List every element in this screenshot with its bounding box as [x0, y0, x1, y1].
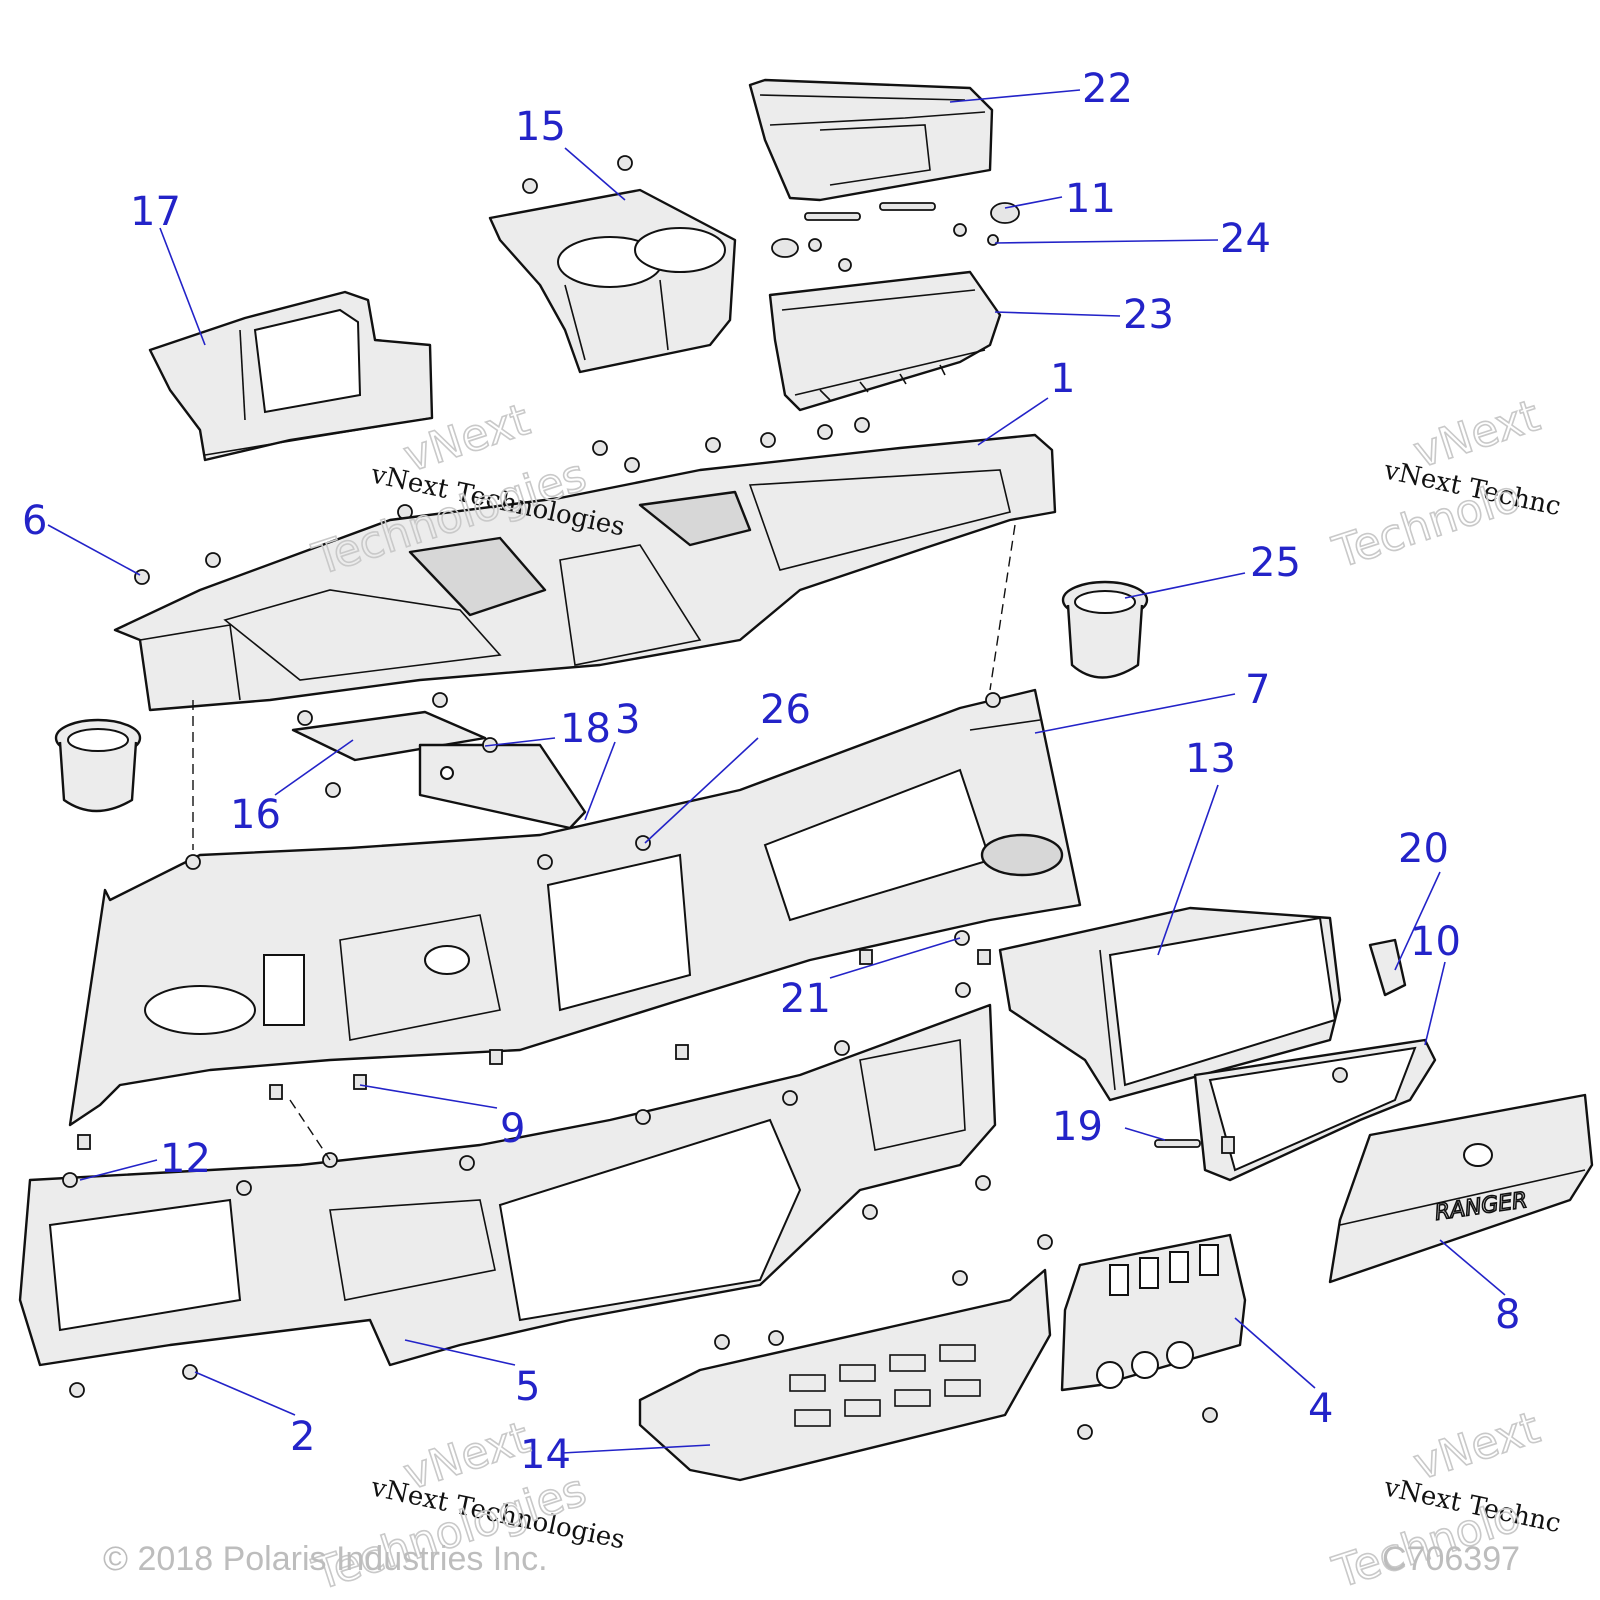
callout-19: 19 [1052, 1104, 1103, 1150]
part-3-bracket [418, 737, 587, 830]
callout-8: 8 [1495, 1292, 1520, 1338]
copyright-text: © 2018 Polaris Industries Inc. [103, 1540, 548, 1578]
callout-16: 16 [230, 792, 281, 838]
callout-13: 13 [1185, 736, 1236, 782]
callout-3: 3 [615, 697, 640, 743]
callout-4: 4 [1308, 1386, 1333, 1432]
part-23-glovebox-bin [768, 270, 1002, 412]
callout-25: 25 [1250, 540, 1301, 586]
callout-11: 11 [1065, 176, 1116, 222]
watermark-outline-partial-line1: vNext [1408, 390, 1546, 478]
part-4-switch-panel [1060, 1233, 1247, 1392]
callout-21: 21 [780, 976, 831, 1022]
callout-1: 1 [1050, 356, 1075, 402]
part-1-upper-dash [113, 433, 1057, 712]
diagram-code: C706397 [1382, 1540, 1520, 1578]
part-10-bezel [1193, 1038, 1437, 1182]
cup-insert-left [54, 718, 142, 813]
part-14-lower-tray [638, 1268, 1052, 1482]
part-15-cupholder-tray [488, 188, 737, 374]
callout-17: 17 [130, 189, 181, 235]
part-20-latch [1368, 938, 1407, 997]
watermark-top-right: vNext Technc vNext Technolo [1326, 389, 1564, 579]
callout-12: 12 [160, 1136, 211, 1182]
watermark-outline-bottom-partial-line1: vNext [1408, 1402, 1546, 1490]
callout-10: 10 [1410, 919, 1461, 965]
callout-2: 2 [290, 1414, 315, 1460]
part-22-storage-lid [748, 78, 994, 202]
part-8-glovebox-door: RANGER [1328, 1093, 1594, 1284]
callout-18: 18 [560, 706, 611, 752]
fastener-screws-top [134, 155, 1020, 585]
callout-26: 26 [760, 687, 811, 733]
callout-6: 6 [22, 498, 47, 544]
callout-7: 7 [1245, 667, 1270, 713]
part-17-gauge-shroud [148, 290, 434, 462]
callout-5: 5 [515, 1364, 540, 1410]
callout-24: 24 [1220, 216, 1271, 262]
part-25-cup-insert [1061, 580, 1149, 679]
callout-22: 22 [1082, 66, 1133, 112]
callout-15: 15 [515, 104, 566, 150]
callout-14: 14 [520, 1432, 571, 1478]
callout-leaders [47, 89, 1506, 1454]
callout-23: 23 [1123, 292, 1174, 338]
callout-9: 9 [500, 1106, 525, 1152]
part-5-lower-dash [18, 1003, 997, 1367]
part-7-dash-frame [68, 688, 1082, 1127]
fastener-screws-bottom [62, 1090, 1235, 1440]
part-13-cluster-housing [998, 906, 1342, 1102]
callout-labels: 22 15 17 11 24 23 1 6 25 7 18 3 16 26 13… [22, 66, 1520, 1478]
callout-20: 20 [1398, 826, 1449, 872]
fastener-clips-mid [77, 692, 1001, 1150]
